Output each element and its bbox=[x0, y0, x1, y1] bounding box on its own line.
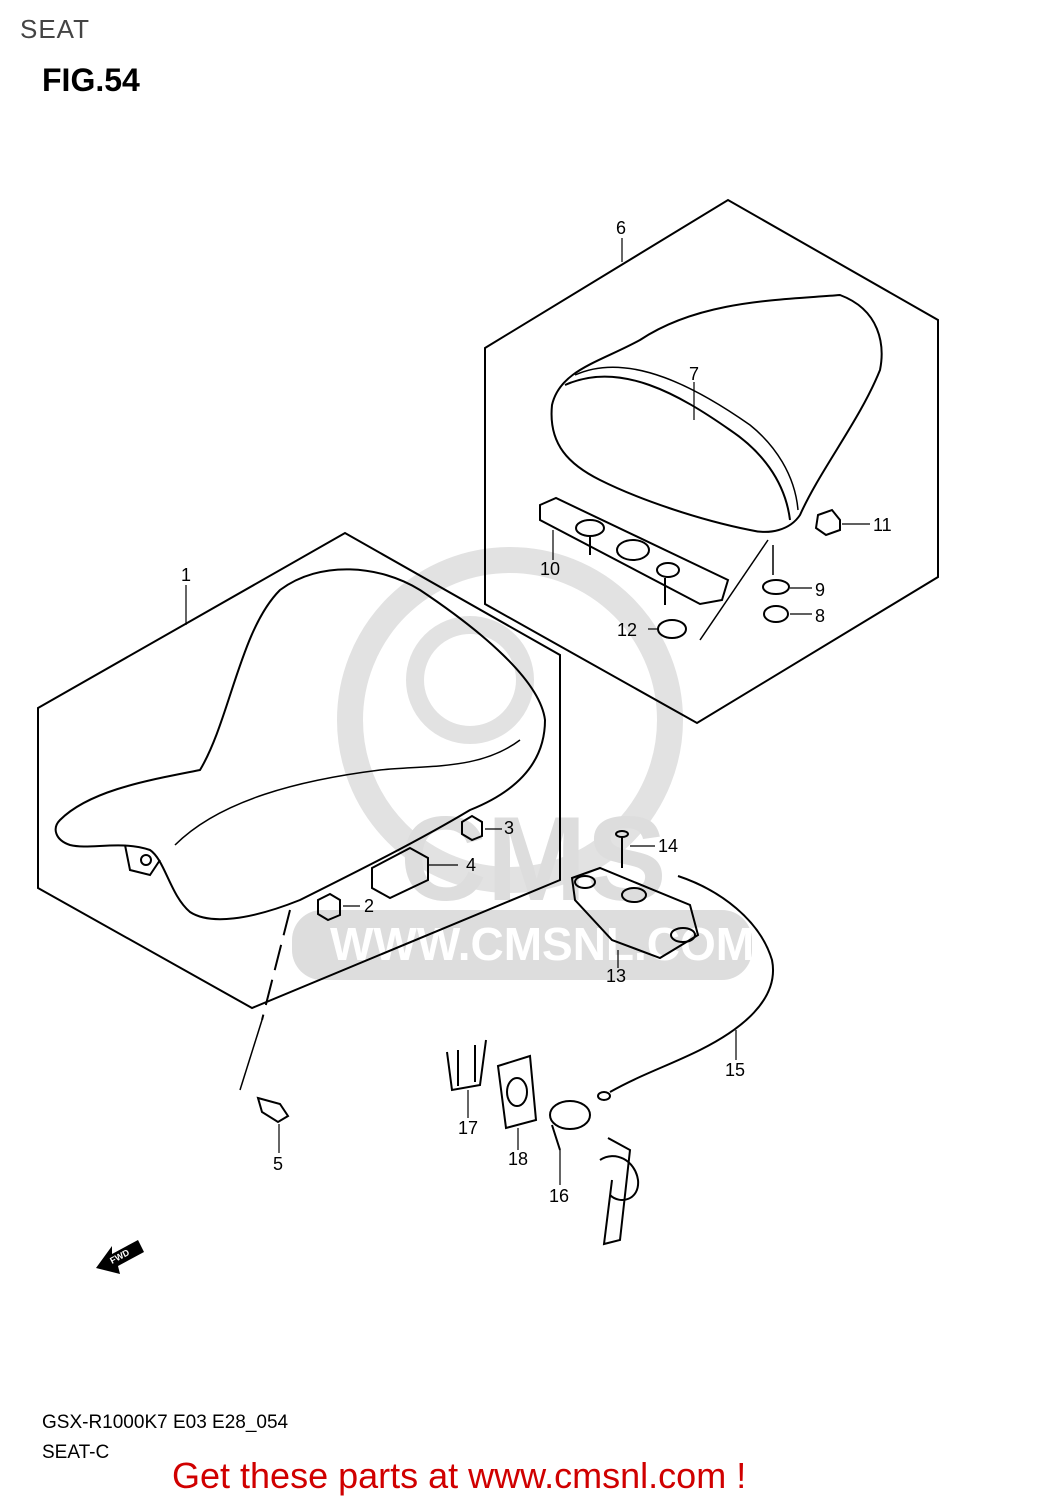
plate-18 bbox=[496, 1054, 538, 1130]
section-title: SEAT bbox=[20, 14, 90, 44]
holder-17 bbox=[446, 1039, 487, 1092]
callout-8: 8 bbox=[815, 606, 825, 626]
callout-12: 12 bbox=[617, 620, 637, 640]
front-seat-group-outline bbox=[37, 531, 561, 1010]
callout-17: 17 bbox=[458, 1118, 478, 1138]
promo-link[interactable]: Get these parts at www.cmsnl.com ! bbox=[172, 1455, 747, 1496]
callout-14: 14 bbox=[658, 836, 678, 856]
variant-label: SEAT-C bbox=[42, 1442, 110, 1463]
seat-lock-13 bbox=[570, 866, 700, 960]
watermark: CMS WWW.CMSNL.COM bbox=[292, 547, 754, 980]
callout-5: 5 bbox=[273, 1154, 283, 1174]
callout-2: 2 bbox=[364, 896, 374, 916]
callout-6: 6 bbox=[616, 218, 626, 238]
damper-4 bbox=[371, 846, 429, 900]
nut-8 bbox=[763, 605, 789, 623]
bolt-5 bbox=[256, 1096, 290, 1124]
callout-7: 7 bbox=[689, 364, 699, 384]
callout-4: 4 bbox=[466, 855, 476, 875]
rider-seat bbox=[54, 568, 547, 921]
callout-18: 18 bbox=[508, 1149, 528, 1169]
callout-15: 15 bbox=[725, 1060, 745, 1080]
callout-11: 11 bbox=[873, 515, 892, 535]
callout-10: 10 bbox=[540, 559, 560, 579]
forward-arrow-icon: FWD bbox=[96, 1240, 144, 1274]
rear-seat-group-outline bbox=[484, 198, 939, 725]
figure-number: FIG.54 bbox=[42, 62, 140, 98]
callout-numbers: 1 2 3 4 5 6 7 8 9 10 11 12 13 14 15 16 1… bbox=[181, 218, 892, 1206]
callout-1: 1 bbox=[181, 565, 191, 585]
callout-9: 9 bbox=[815, 580, 825, 600]
pillion-seat bbox=[550, 293, 883, 533]
lock-cylinder-16 bbox=[549, 1100, 591, 1130]
callout-16: 16 bbox=[549, 1186, 569, 1206]
watermark-brand: CMS bbox=[400, 792, 667, 926]
cushion-3 bbox=[461, 814, 483, 842]
cushion-2 bbox=[317, 892, 341, 922]
grommet-12 bbox=[657, 619, 687, 639]
leader-lines bbox=[185, 238, 870, 1185]
watermark-url: WWW.CMSNL.COM bbox=[330, 918, 754, 970]
callout-3: 3 bbox=[504, 818, 514, 838]
cable-15 bbox=[609, 875, 775, 1093]
washer-9 bbox=[762, 579, 790, 595]
callout-13: 13 bbox=[606, 966, 626, 986]
model-code: GSX-R1000K7 E03 E28_054 bbox=[42, 1412, 289, 1433]
seat-bracket bbox=[539, 496, 730, 606]
cushion-11 bbox=[814, 508, 841, 537]
